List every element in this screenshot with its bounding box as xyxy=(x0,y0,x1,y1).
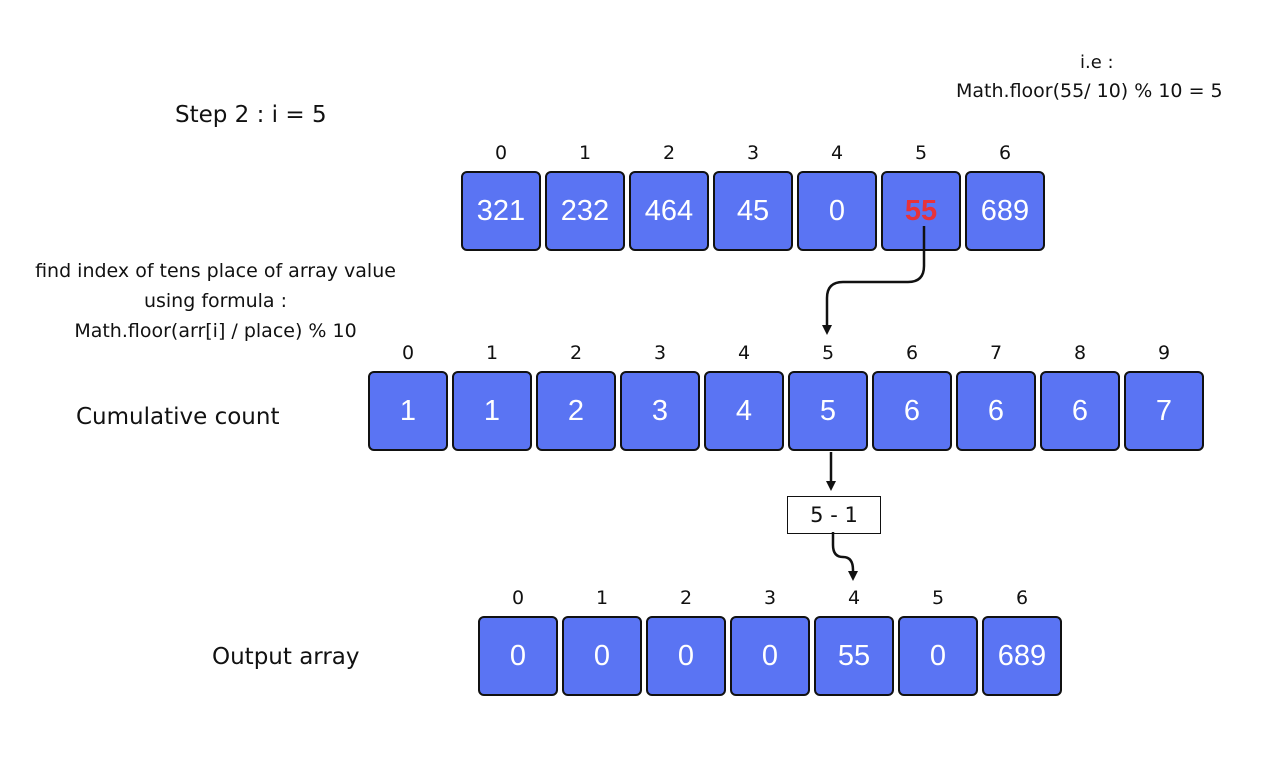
input-index: 2 xyxy=(662,142,676,164)
input-index: 3 xyxy=(746,142,760,164)
output-value: 0 xyxy=(562,616,642,696)
count-value: 6 xyxy=(872,371,952,451)
count-value: 5 xyxy=(788,371,868,451)
count-value: 3 xyxy=(620,371,700,451)
output-index: 2 xyxy=(679,587,693,609)
count-value: 2 xyxy=(536,371,616,451)
output-value: 0 xyxy=(478,616,558,696)
formula-note: find index of tens place of array value … xyxy=(18,256,413,346)
count-index: 7 xyxy=(989,342,1003,364)
output-index: 1 xyxy=(595,587,609,609)
input-index: 1 xyxy=(578,142,592,164)
input-value: 45 xyxy=(713,171,793,251)
input-value: 464 xyxy=(629,171,709,251)
output-index: 6 xyxy=(1015,587,1029,609)
count-value: 1 xyxy=(368,371,448,451)
output-array-label: Output array xyxy=(212,644,360,670)
output-index: 4 xyxy=(847,587,861,609)
count-index: 0 xyxy=(401,342,415,364)
input-value: 321 xyxy=(461,171,541,251)
output-value: 0 xyxy=(730,616,810,696)
output-index: 3 xyxy=(763,587,777,609)
count-value: 7 xyxy=(1124,371,1204,451)
explanation-heading: i.e : xyxy=(1080,52,1114,73)
input-value: 689 xyxy=(965,171,1045,251)
output-index: 0 xyxy=(511,587,525,609)
calculation-box: 5 - 1 xyxy=(787,496,881,534)
formula-line-2: using formula : xyxy=(143,290,288,312)
input-index: 5 xyxy=(914,142,928,164)
count-index: 1 xyxy=(485,342,499,364)
count-value: 6 xyxy=(1040,371,1120,451)
explanation-formula: Math.floor(55/ 10) % 10 = 5 xyxy=(956,80,1223,102)
input-value: 232 xyxy=(545,171,625,251)
input-index: 0 xyxy=(494,142,508,164)
arrow-input-to-count xyxy=(822,226,926,335)
input-index: 6 xyxy=(998,142,1012,164)
input-index: 4 xyxy=(830,142,844,164)
count-value: 6 xyxy=(956,371,1036,451)
count-index: 4 xyxy=(737,342,751,364)
formula-line-3: Math.floor(arr[i] / place) % 10 xyxy=(74,320,357,342)
output-value: 0 xyxy=(898,616,978,696)
count-index: 9 xyxy=(1157,342,1171,364)
count-index: 3 xyxy=(653,342,667,364)
count-value: 1 xyxy=(452,371,532,451)
output-value: 0 xyxy=(646,616,726,696)
count-index: 2 xyxy=(569,342,583,364)
count-index: 6 xyxy=(905,342,919,364)
output-value: 689 xyxy=(982,616,1062,696)
count-value: 4 xyxy=(704,371,784,451)
output-value: 55 xyxy=(814,616,894,696)
arrow-calc-to-output xyxy=(831,532,858,581)
input-value: 0 xyxy=(797,171,877,251)
input-value-highlighted: 55 xyxy=(881,171,961,251)
count-index: 5 xyxy=(821,342,835,364)
output-index: 5 xyxy=(931,587,945,609)
count-index: 8 xyxy=(1073,342,1087,364)
count-array-label: Cumulative count xyxy=(76,404,280,430)
formula-line-1: find index of tens place of array value xyxy=(35,260,396,282)
step-label: Step 2 : i = 5 xyxy=(175,102,327,128)
